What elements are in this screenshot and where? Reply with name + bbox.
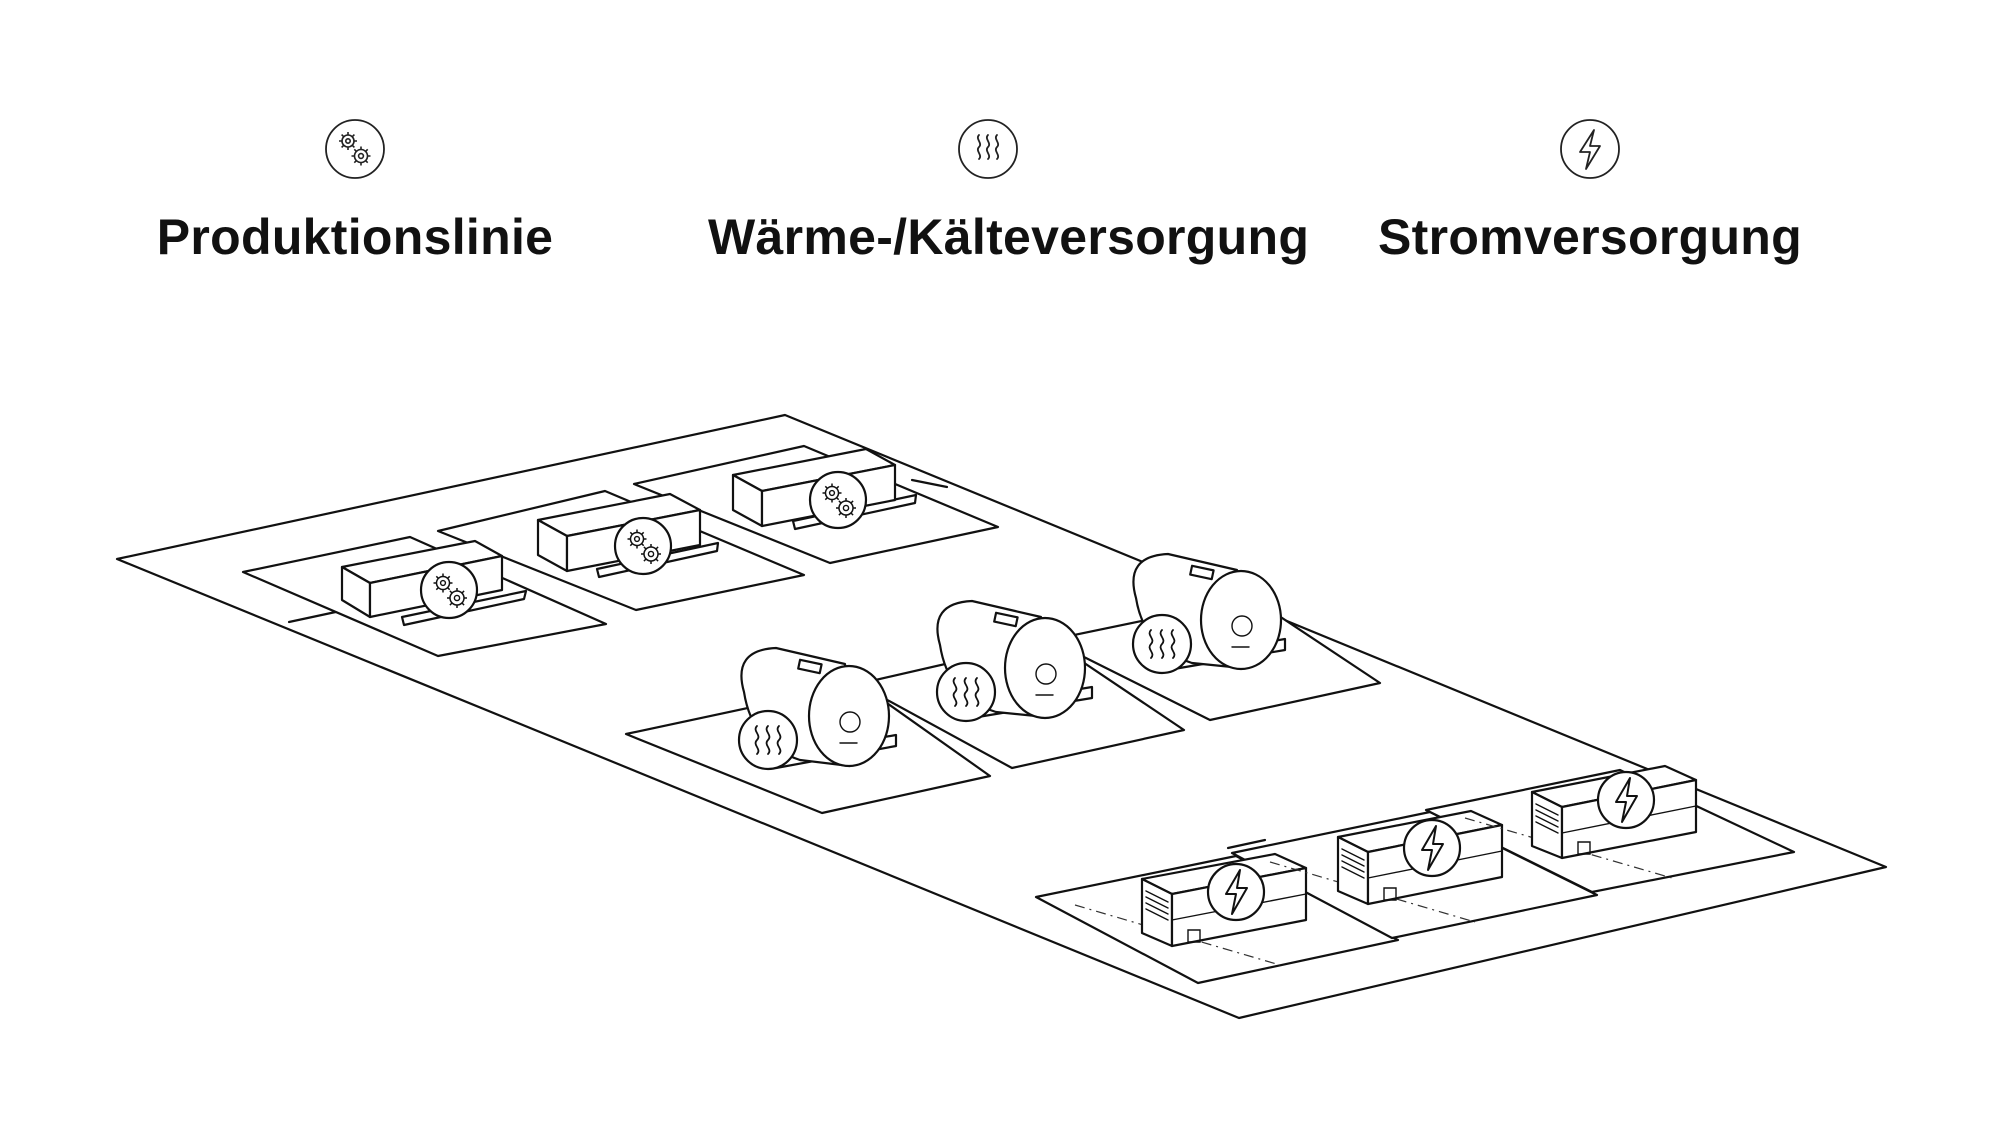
legend-power-supply: Stromversorgung bbox=[1310, 118, 1870, 266]
lightning-bolt-icon bbox=[1598, 772, 1654, 828]
heat-waves-icon bbox=[958, 119, 1018, 179]
legend-label-heat-cold-supply: Wärme-/Kälteversorgung bbox=[708, 209, 1310, 265]
boiler-tank bbox=[1133, 554, 1285, 673]
legend-label-power-supply: Stromversorgung bbox=[1377, 209, 1802, 265]
gears-icon bbox=[325, 119, 385, 179]
boiler-tank bbox=[937, 601, 1092, 721]
legend-label-production-line: Produktionslinie bbox=[156, 209, 554, 265]
production-machine bbox=[733, 449, 916, 529]
legend-heat-cold-supply: Wärme-/Kälteversorgung bbox=[708, 118, 1310, 266]
production-zone bbox=[243, 446, 998, 656]
production-machine bbox=[538, 494, 718, 577]
power-generator bbox=[1465, 766, 1696, 878]
production-machine bbox=[342, 541, 526, 625]
boiler-tank bbox=[739, 648, 896, 769]
lightning-bolt-icon bbox=[1404, 820, 1460, 876]
lightning-bolt-icon bbox=[1208, 864, 1264, 920]
floor-divider bbox=[912, 480, 947, 487]
lightning-bolt-icon bbox=[1560, 119, 1620, 179]
power-zone bbox=[1036, 766, 1794, 983]
power-generator bbox=[1075, 854, 1306, 965]
floor-divider bbox=[1228, 840, 1265, 848]
heat-cold-zone bbox=[626, 554, 1380, 813]
legend-production-line: Produktionslinie bbox=[75, 118, 635, 266]
power-generator bbox=[1270, 811, 1502, 922]
